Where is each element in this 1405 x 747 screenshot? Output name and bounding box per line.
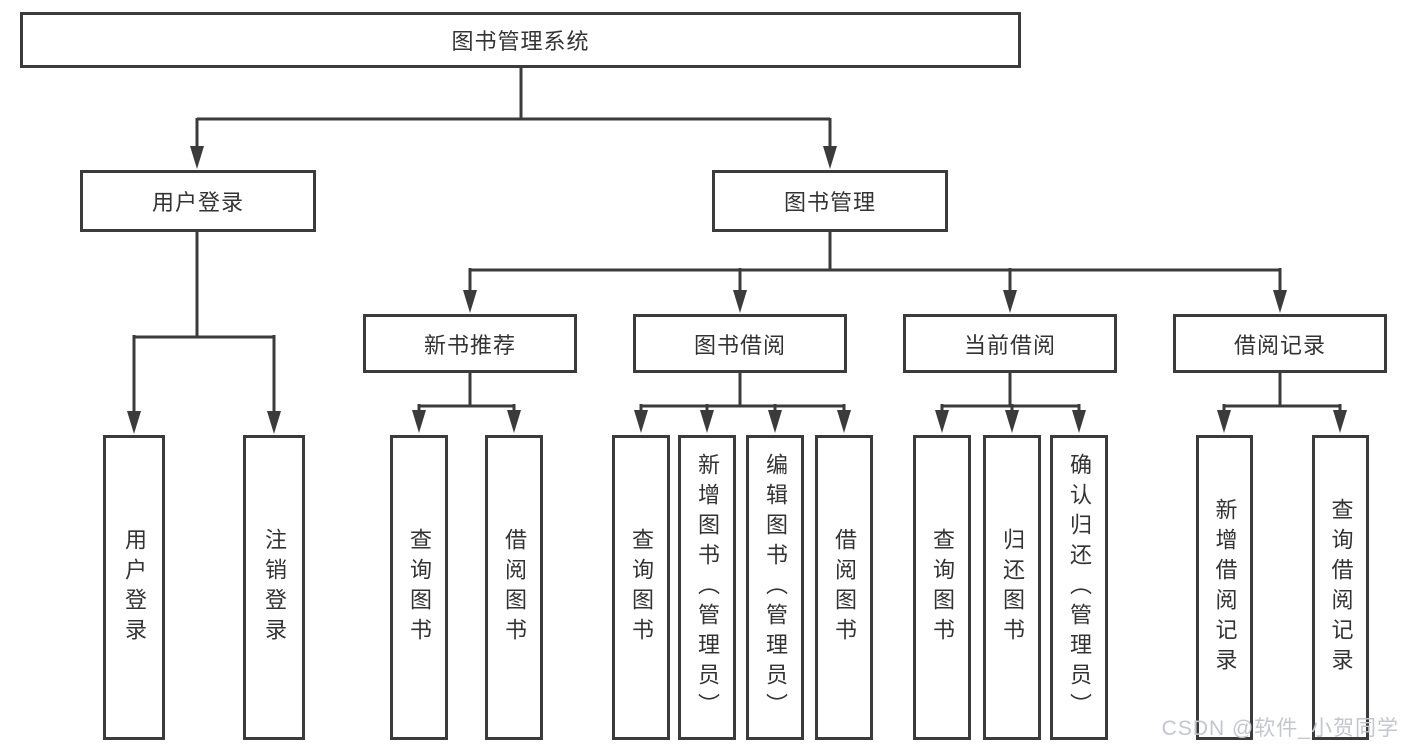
leaf-user-login: 用户登录 <box>103 435 165 740</box>
leaf-query-books-borrow: 查询图书 <box>612 435 670 740</box>
node-book-borrowing: 图书借阅 <box>633 314 847 373</box>
leaf-add-books-admin: 新增图书（管理员） <box>678 435 736 740</box>
node-borrowing-records: 借阅记录 <box>1173 314 1387 373</box>
node-user-login: 用户登录 <box>80 170 316 232</box>
node-new-book-recommend: 新书推荐 <box>363 314 577 373</box>
leaf-query-books-recommend: 查询图书 <box>390 435 448 740</box>
leaf-confirm-return-admin: 确认归还（管理员） <box>1050 435 1108 740</box>
leaf-return-books: 归还图书 <box>983 435 1041 740</box>
leaf-edit-books-admin: 编辑图书（管理员） <box>746 435 804 740</box>
leaf-logout: 注销登录 <box>243 435 305 740</box>
leaf-borrow-books-recommend: 借阅图书 <box>485 435 543 740</box>
node-book-management: 图书管理 <box>712 170 948 232</box>
node-library-system: 图书管理系统 <box>20 12 1021 68</box>
leaf-query-borrow-record: 查询借阅记录 <box>1312 435 1369 740</box>
leaf-add-borrow-record: 新增借阅记录 <box>1196 435 1253 740</box>
csdn-watermark: CSDN @软件_小贺同学 <box>1161 717 1399 740</box>
leaf-borrow-books: 借阅图书 <box>815 435 873 740</box>
node-current-borrowing: 当前借阅 <box>903 314 1117 373</box>
leaf-query-books-current: 查询图书 <box>913 435 971 740</box>
